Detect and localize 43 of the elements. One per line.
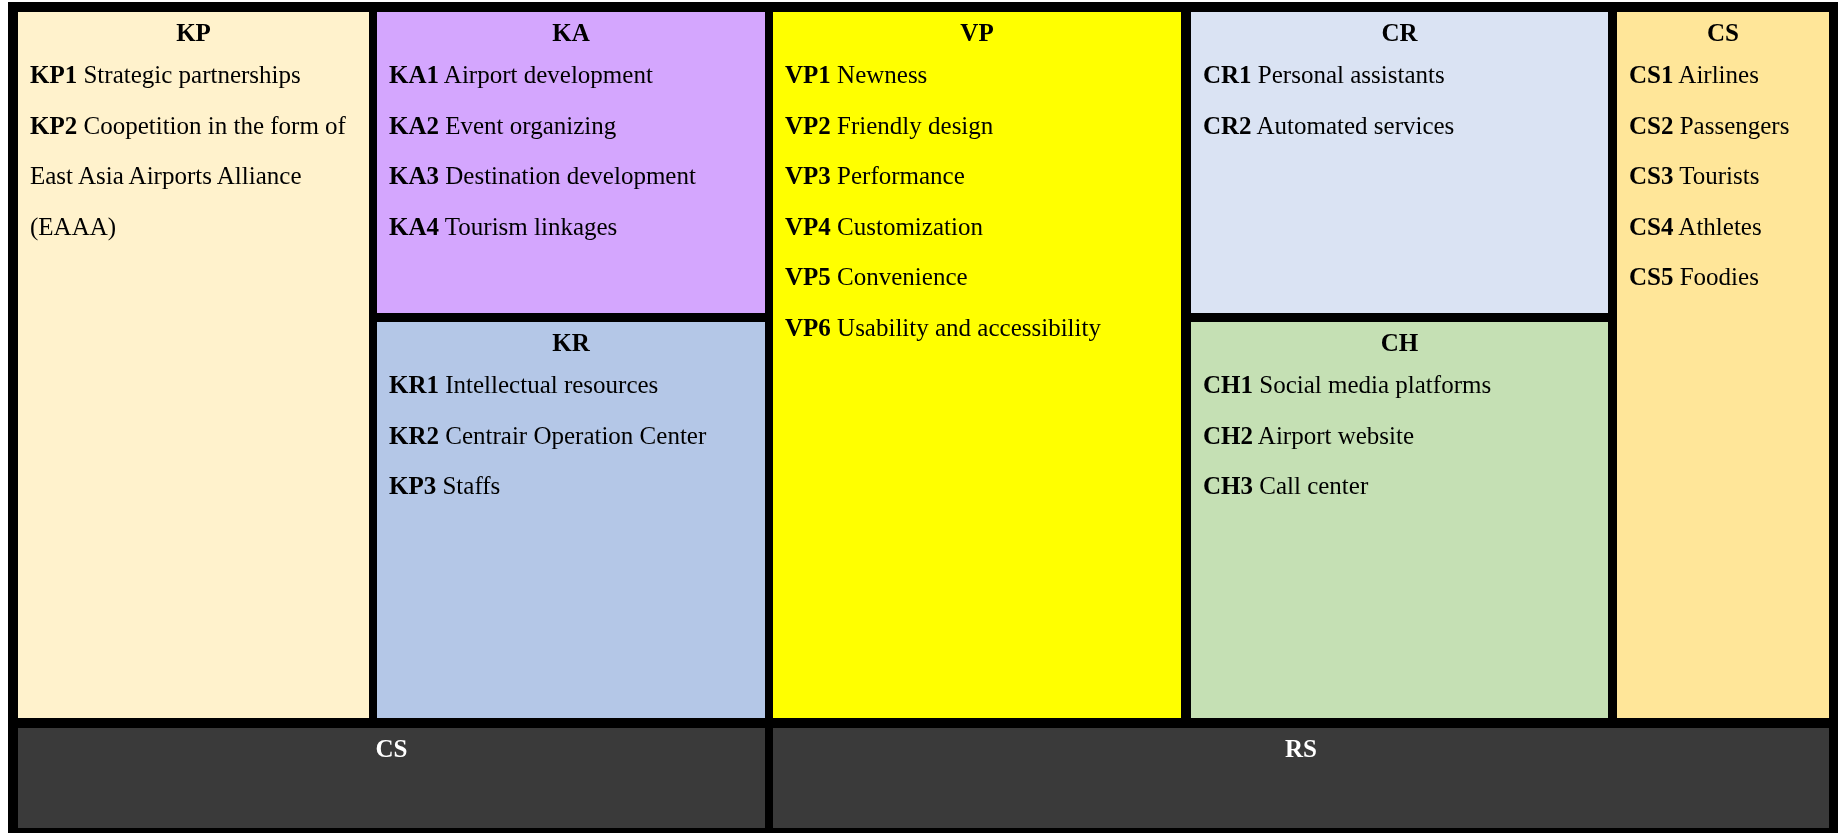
block-item: CR2 Automated services [1203,110,1456,141]
block-item: KP1 Strategic partnerships [30,60,302,90]
block-heading: KA [551,18,591,48]
block-item: KR1 Intellectual resources [389,370,660,400]
block-item: VP6 Usability and accessibility [785,312,1102,343]
block-item: KP3 Staffs [389,471,502,501]
block-item: CR1 Personal assistants [1203,60,1446,90]
block-item: VP2 Friendly design [785,110,995,141]
block-item: CS5 Foodies [1629,262,1760,292]
block-item: CS4 Athletes [1629,211,1763,242]
block-item: KP2 Coopetition in the form of East Asia Airports Alliance (EAAA) [30,110,347,243]
canvas-block [1617,12,1829,718]
block-item: VP3 Performance [785,161,966,191]
block-item: CS1 Airlines [1629,60,1760,90]
canvas-block [1191,322,1608,718]
block-item: CH3 Call center [1203,471,1370,501]
block-heading: VP [959,18,995,48]
block-item: KA4 Tourism linkages [389,211,619,242]
block-heading: KR [551,328,591,358]
block-item: VP5 Convenience [785,262,969,292]
block-item: CS2 Passengers [1629,110,1791,141]
block-item: KA3 Destination development [389,161,697,191]
block-heading: RS [1284,734,1318,764]
block-item: VP1 Newness [785,60,929,90]
canvas-block [377,322,765,718]
block-item: KA1 Airport development [389,60,654,90]
block-item: CH1 Social media platforms [1203,370,1493,400]
block-heading: CH [1379,328,1420,358]
block-heading: KP [175,18,212,48]
block-item: KA2 Event organizing [389,110,618,141]
block-heading: CR [1380,18,1419,48]
block-item: KR2 Centrair Operation Center [389,420,708,451]
block-item: CS3 Tourists [1629,161,1761,191]
canvas-block [773,728,1829,828]
canvas-block [773,12,1181,718]
canvas-block [18,12,369,718]
block-item: CH2 Airport website [1203,420,1416,451]
block-heading: CS [374,734,409,764]
canvas-block [1191,12,1608,313]
block-heading: CS [1706,18,1740,48]
canvas-block [18,728,765,828]
canvas-block [377,12,765,313]
block-item: VP4 Customization [785,211,984,242]
